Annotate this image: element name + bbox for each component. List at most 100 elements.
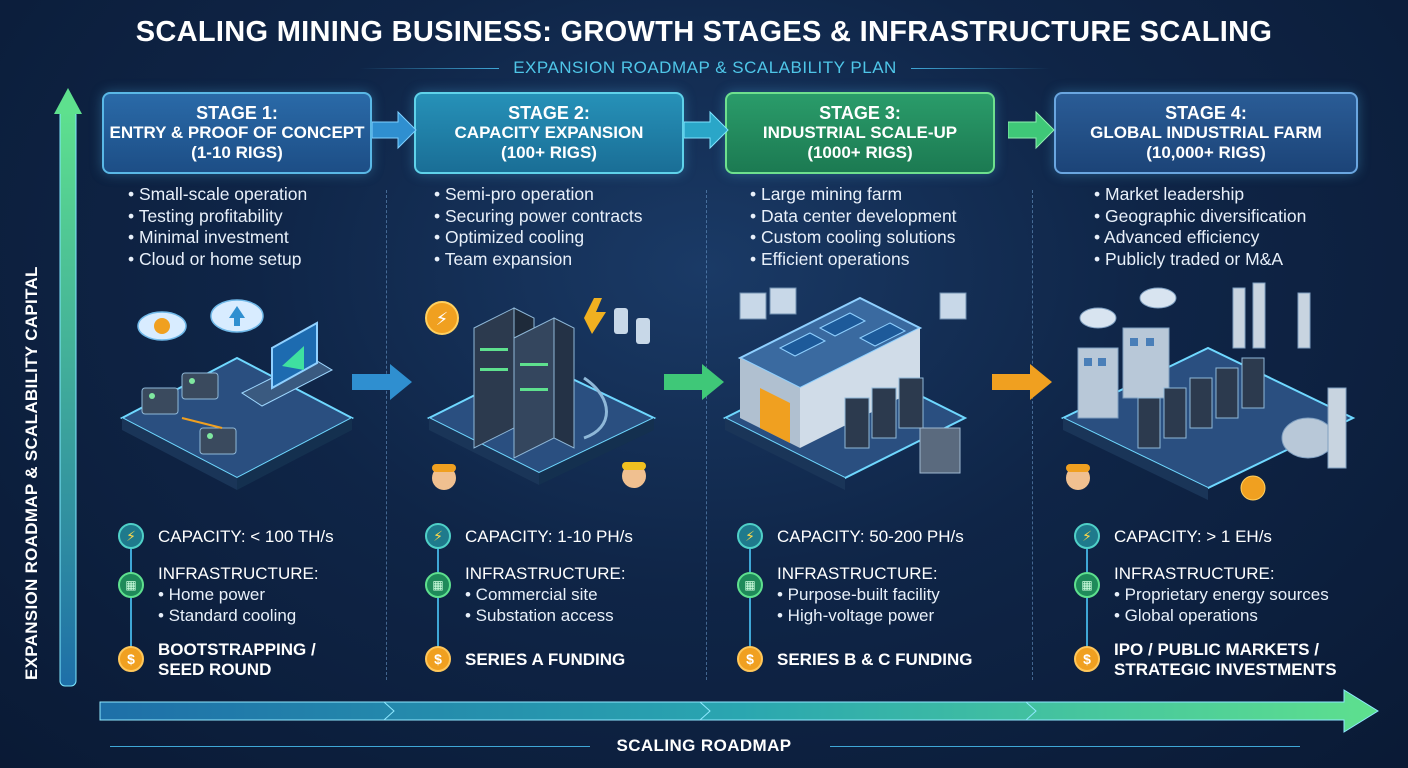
list-item: Publicly traded or M&A	[1094, 249, 1344, 271]
stage-4-funding: IPO / PUBLIC MARKETS / STRATEGIC INVESTM…	[1114, 640, 1337, 680]
list-item: Minimal investment	[128, 227, 378, 249]
info-connector-line	[437, 548, 439, 650]
stage-4-name: GLOBAL INDUSTRIAL FARM	[1090, 123, 1322, 142]
home-mining-setup-icon	[119, 299, 355, 490]
dollar-coin-icon: $	[118, 646, 144, 672]
stage-3-rigs: (1000+ RIGS)	[807, 143, 913, 162]
stage-3-bullets: Large mining farm Data center developmen…	[750, 184, 1000, 270]
page-title: SCALING MINING BUSINESS: GROWTH STAGES &…	[135, 16, 1273, 48]
building-icon: ▦	[737, 572, 763, 598]
stage-1-rigs: (1-10 RIGS)	[191, 143, 283, 162]
stage-1-funding: BOOTSTRAPPING / SEED ROUND	[158, 640, 316, 680]
list-item: Advanced efficiency	[1094, 227, 1344, 249]
infrastructure-title: INFRASTRUCTURE:	[777, 564, 938, 583]
info-connector-line	[749, 548, 751, 650]
list-item: Custom cooling solutions	[750, 227, 1000, 249]
progress-arrow-3-icon	[992, 364, 1052, 400]
funding-line: SERIES A FUNDING	[465, 650, 626, 669]
stage-4-bullets: Market leadership Geographic diversifica…	[1094, 184, 1344, 270]
list-item: • Substation access	[465, 606, 614, 625]
building-icon: ▦	[118, 572, 144, 598]
info-connector-line	[130, 548, 132, 650]
stage-4-capacity: CAPACITY: > 1 EH/s	[1114, 527, 1272, 546]
stage-2-name: CAPACITY EXPANSION	[454, 123, 644, 142]
list-item: • Global operations	[1114, 606, 1258, 625]
stage-1-bullets: Small-scale operation Testing profitabil…	[128, 184, 378, 270]
stage-divider	[1032, 190, 1033, 680]
infrastructure-title: INFRASTRUCTURE:	[1114, 564, 1275, 583]
stage-1-infrastructure: INFRASTRUCTURE: • Home power • Standard …	[158, 564, 319, 626]
dollar-coin-icon: $	[737, 646, 763, 672]
stage-1-name: ENTRY & PROOF OF CONCEPT	[109, 123, 365, 142]
stage-divider	[386, 190, 387, 680]
funding-line: SERIES B & C FUNDING	[777, 650, 973, 669]
header-arrow-3-4-icon	[1008, 110, 1055, 150]
funding-line: STRATEGIC INVESTMENTS	[1114, 660, 1337, 679]
funding-line: SEED ROUND	[158, 660, 272, 679]
stage-3-infrastructure: INFRASTRUCTURE: • Purpose-built facility…	[777, 564, 940, 626]
list-item: • Purpose-built facility	[777, 585, 940, 604]
stage-2-rigs: (100+ RIGS)	[501, 143, 597, 162]
stage-3-funding: SERIES B & C FUNDING	[777, 650, 973, 670]
list-item: Geographic diversification	[1094, 206, 1344, 228]
progress-arrow-1-icon	[352, 364, 412, 400]
stage-1-capacity: CAPACITY: < 100 TH/s	[158, 527, 334, 546]
lightning-bolt-icon: ⚡	[425, 523, 451, 549]
stage-2-number: STAGE 2:	[508, 103, 590, 123]
vertical-growth-arrow	[54, 88, 82, 687]
list-item: Cloud or home setup	[128, 249, 378, 271]
stage-4-rigs: (10,000+ RIGS)	[1146, 143, 1266, 162]
info-connector-line	[1086, 548, 1088, 650]
lightning-bolt-icon: ⚡	[1074, 523, 1100, 549]
infrastructure-title: INFRASTRUCTURE:	[158, 564, 319, 583]
axis-line-left	[110, 746, 590, 747]
stage-2-capacity: CAPACITY: 1-10 PH/s	[465, 527, 633, 546]
global-industrial-farm-icon	[1060, 282, 1356, 501]
dollar-coin-icon: $	[1074, 646, 1100, 672]
vertical-axis-label: EXPANSION ROADMAP & SCALABILITY CAPITAL	[22, 266, 41, 680]
stage-2-header: STAGE 2: CAPACITY EXPANSION (100+ RIGS)	[414, 92, 684, 174]
industrial-mining-farm-icon	[722, 287, 968, 490]
building-icon: ▦	[1074, 572, 1100, 598]
stage-4-header: STAGE 4: GLOBAL INDUSTRIAL FARM (10,000+…	[1054, 92, 1358, 174]
list-item: • High-voltage power	[777, 606, 935, 625]
list-item: Small-scale operation	[128, 184, 378, 206]
axis-line-right	[830, 746, 1300, 747]
svg-text:⚡: ⚡	[436, 309, 449, 329]
progress-arrow-2-icon	[664, 364, 724, 400]
stage-4-infrastructure: INFRASTRUCTURE: • Proprietary energy sou…	[1114, 564, 1329, 626]
stage-4-number: STAGE 4:	[1165, 103, 1247, 123]
stage-3-header: STAGE 3: INDUSTRIAL SCALE-UP (1000+ RIGS…	[725, 92, 995, 174]
infrastructure-title: INFRASTRUCTURE:	[465, 564, 626, 583]
dollar-coin-icon: $	[425, 646, 451, 672]
list-item: Large mining farm	[750, 184, 1000, 206]
stage-1-header: STAGE 1: ENTRY & PROOF OF CONCEPT (1-10 …	[102, 92, 372, 174]
list-item: Market leadership	[1094, 184, 1344, 206]
stage-3-name: INDUSTRIAL SCALE-UP	[762, 123, 958, 142]
stage-2-infrastructure: INFRASTRUCTURE: • Commercial site • Subs…	[465, 564, 626, 626]
subtitle-bar: EXPANSION ROADMAP & SCALABILITY PLAN	[360, 56, 1050, 80]
funding-line: BOOTSTRAPPING /	[158, 640, 316, 659]
list-item: • Home power	[158, 585, 266, 604]
stage-3-capacity: CAPACITY: 50-200 PH/s	[777, 527, 964, 546]
list-item: Efficient operations	[750, 249, 1000, 271]
header-arrow-2-3-icon	[684, 110, 729, 150]
list-item: Securing power contracts	[434, 206, 684, 228]
horizontal-roadmap-arrow	[99, 689, 1379, 733]
list-item: • Proprietary energy sources	[1114, 585, 1329, 604]
lightning-bolt-icon: ⚡	[737, 523, 763, 549]
stage-3-number: STAGE 3:	[819, 103, 901, 123]
header-arrow-1-2-icon	[372, 110, 417, 150]
stage-divider	[706, 190, 707, 680]
list-item: Semi-pro operation	[434, 184, 684, 206]
stage-2-bullets: Semi-pro operation Securing power contra…	[434, 184, 684, 270]
list-item: Team expansion	[434, 249, 684, 271]
horizontal-axis-label: SCALING ROADMAP	[616, 736, 792, 755]
building-icon: ▦	[425, 572, 451, 598]
funding-line: IPO / PUBLIC MARKETS /	[1114, 640, 1319, 659]
list-item: Data center development	[750, 206, 1000, 228]
page-subtitle: EXPANSION ROADMAP & SCALABILITY PLAN	[513, 58, 897, 77]
list-item: Testing profitability	[128, 206, 378, 228]
list-item: • Commercial site	[465, 585, 598, 604]
lightning-bolt-icon: ⚡	[118, 523, 144, 549]
